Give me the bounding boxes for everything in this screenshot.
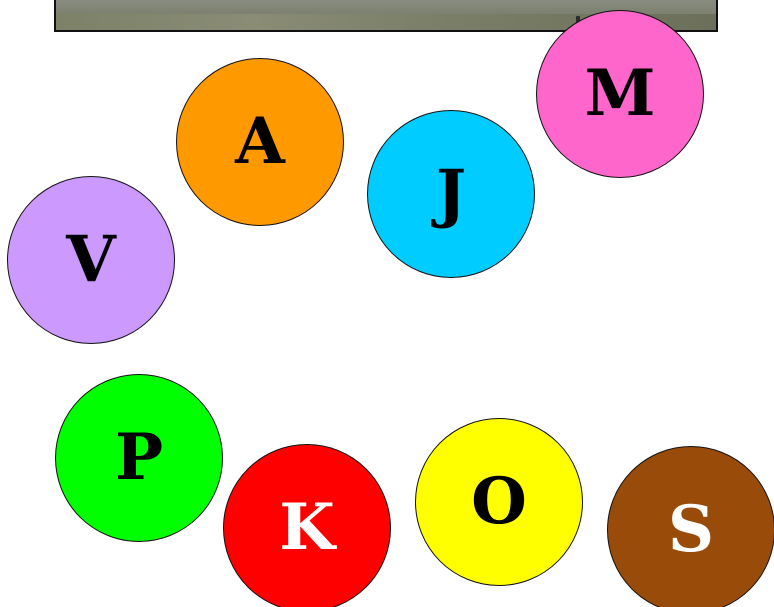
circle-letter: S [668, 498, 714, 562]
circle-v[interactable]: V [7, 176, 175, 344]
circle-m[interactable]: M [536, 10, 704, 178]
circle-letter: J [436, 162, 466, 226]
circle-letter: P [115, 426, 163, 490]
circle-letter: V [66, 228, 116, 292]
circle-letter: O [471, 470, 527, 534]
circle-a[interactable]: A [176, 58, 344, 226]
circle-letter: M [585, 62, 656, 126]
circle-letter: A [235, 110, 285, 174]
circle-j[interactable]: J [367, 110, 535, 278]
circle-s[interactable]: S [607, 446, 774, 607]
circle-p[interactable]: P [55, 374, 223, 542]
circle-o[interactable]: O [415, 418, 583, 586]
circle-letter: K [279, 496, 335, 560]
circle-k[interactable]: K [223, 444, 391, 607]
